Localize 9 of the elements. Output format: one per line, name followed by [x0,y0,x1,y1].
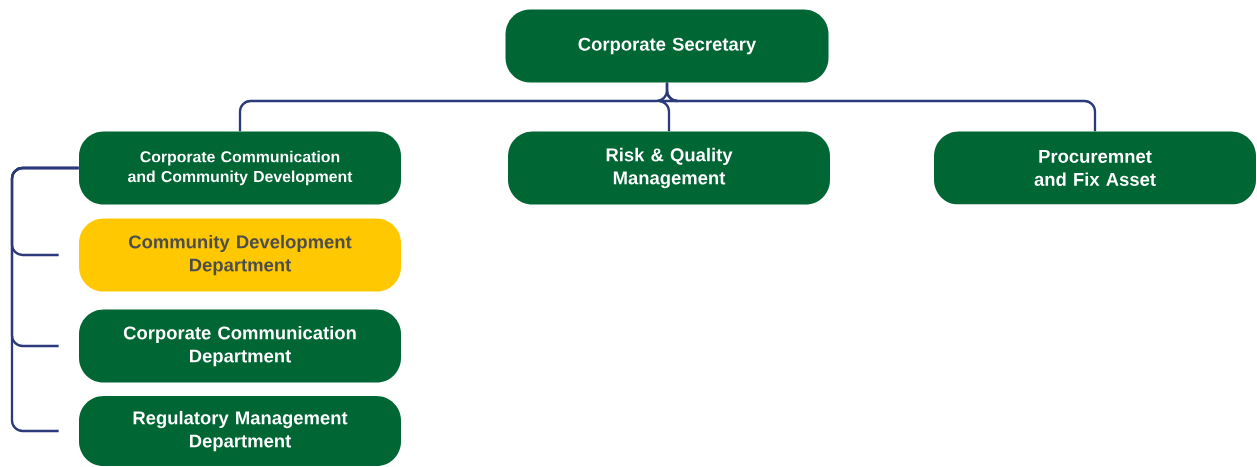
org-box: Risk & Quality Management [508,131,830,205]
org-box: Procuremnet and Fix Asset [934,131,1256,205]
org-box: Corporate Secretary [505,9,829,83]
connector-line [665,82,1097,132]
org-box: Community Development Department [79,218,401,292]
connector-line [10,166,79,433]
org-box: Regulatory Management Department [79,396,401,466]
org-box: Corporate Communication Department [79,309,401,383]
org-box: Corporate Communication and Community Development [79,131,401,205]
